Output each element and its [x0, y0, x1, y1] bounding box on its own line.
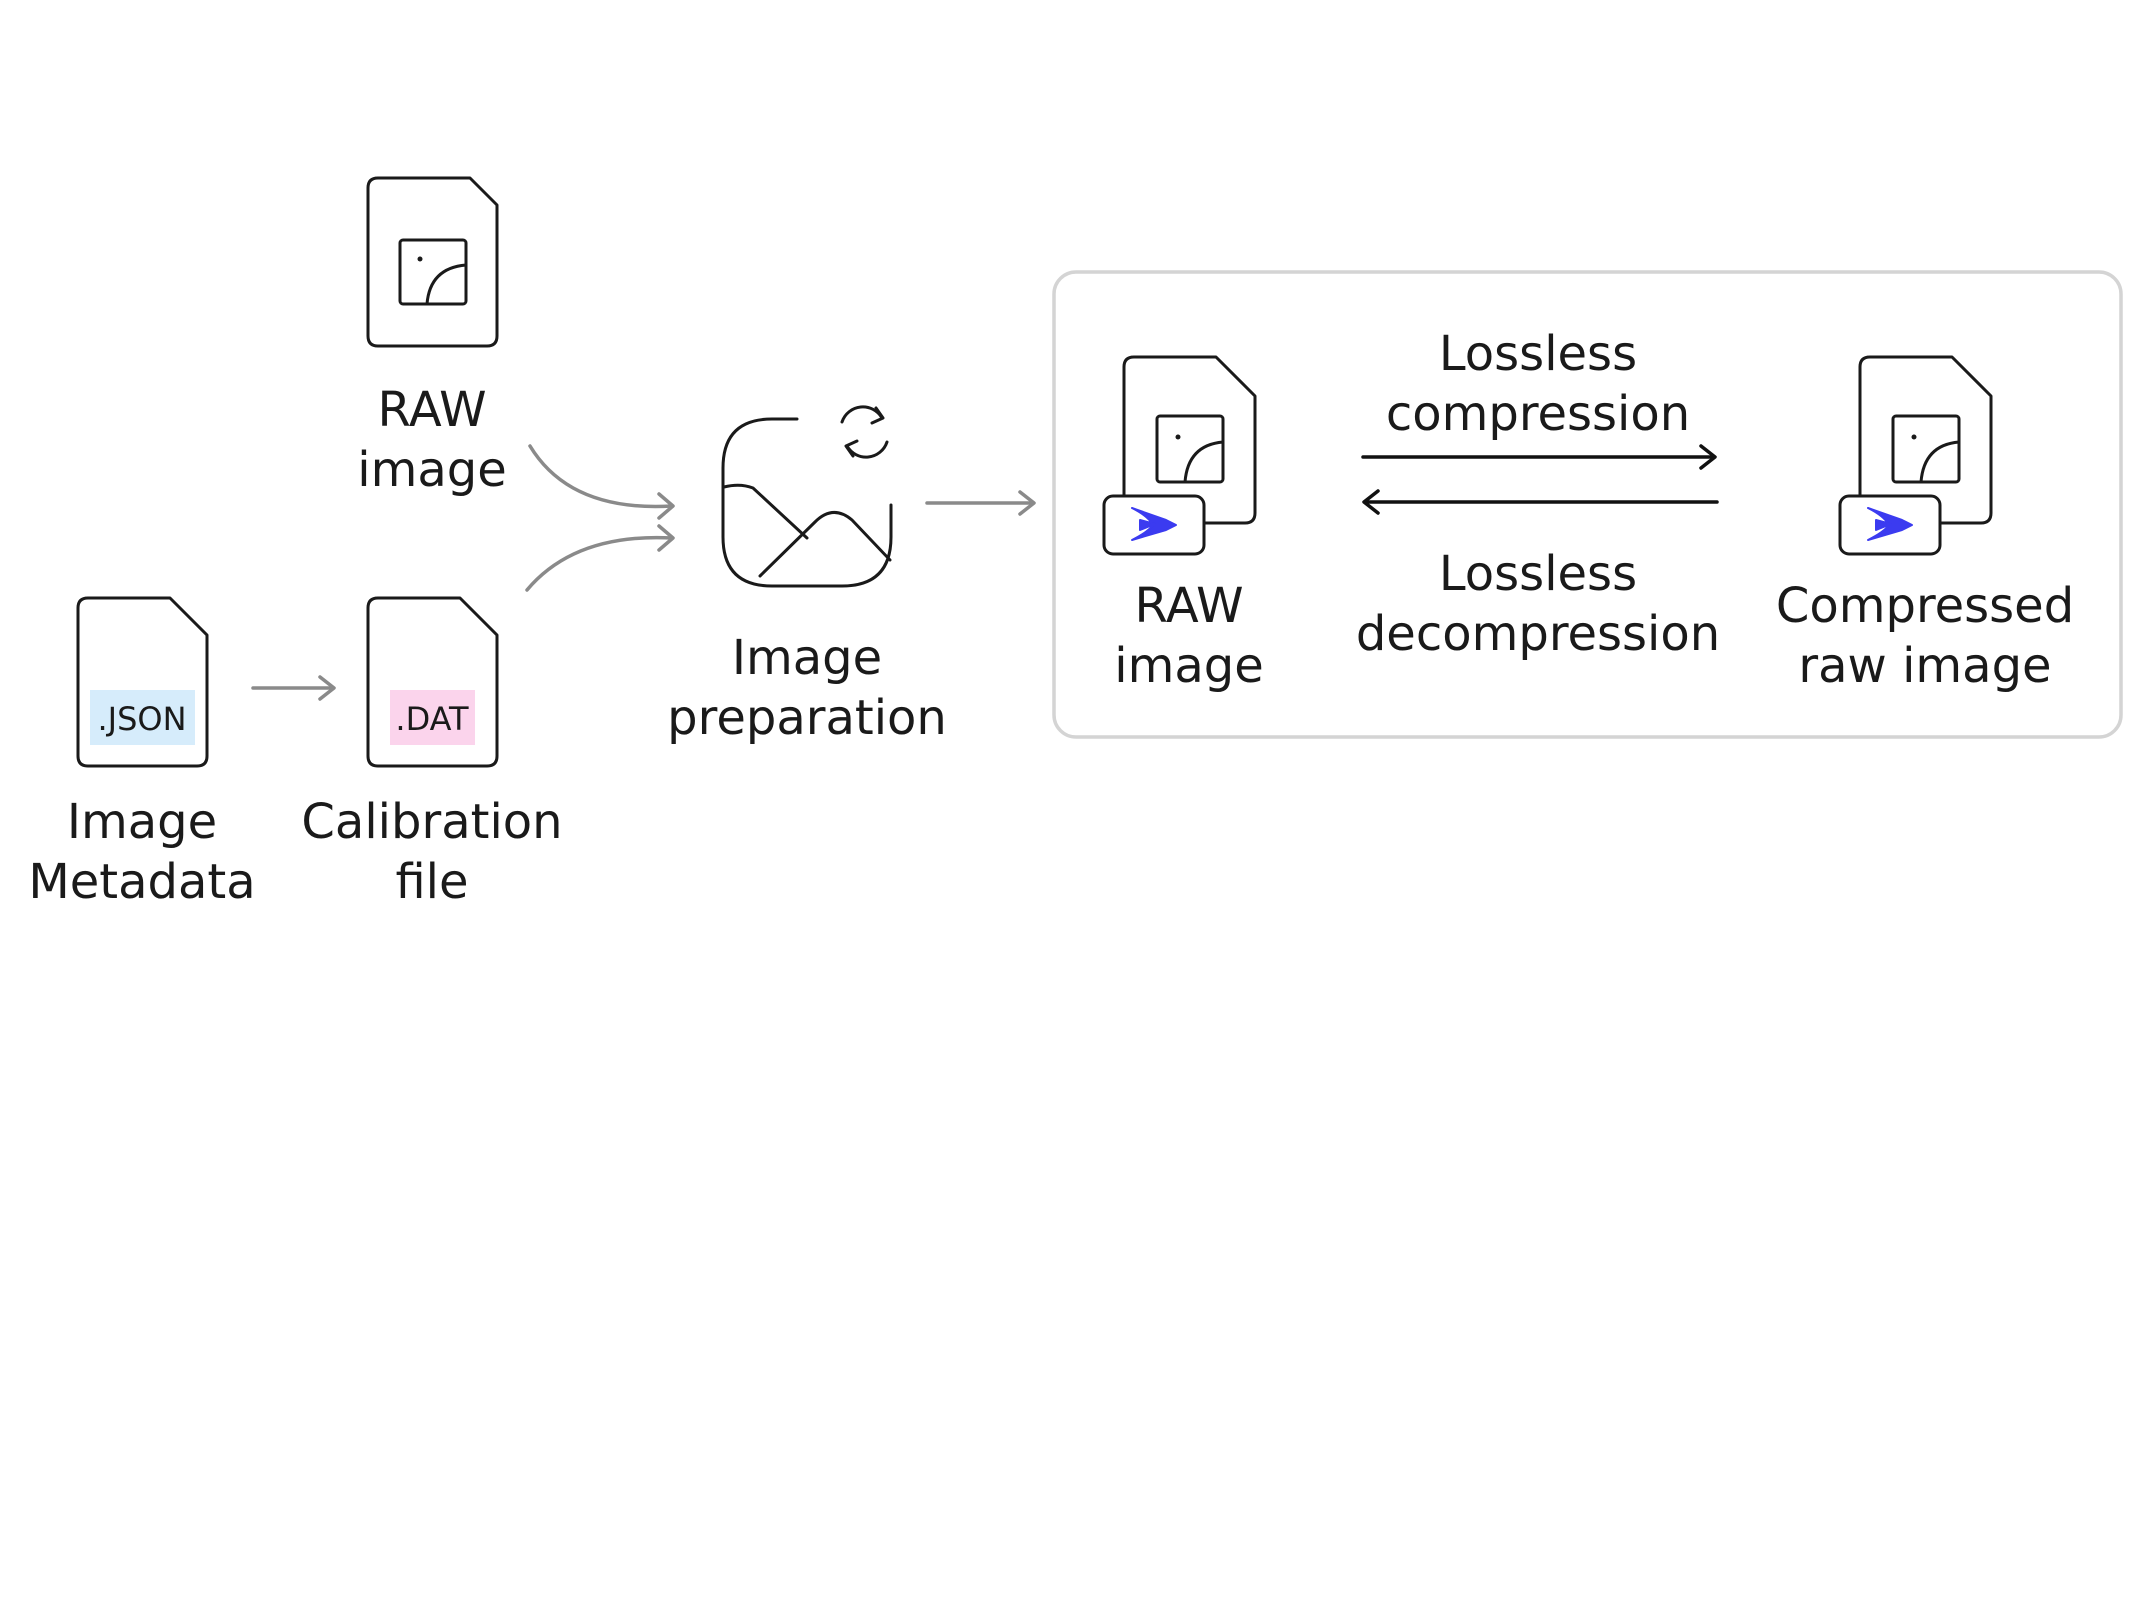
panel-raw-label-line1: RAW: [1134, 578, 1243, 634]
dat-tag: .DAT: [395, 700, 469, 738]
compression-arrow: [1361, 444, 1717, 470]
decompression-label-line1: Lossless: [1439, 546, 1637, 602]
calibration-to-preparation-arrow: [525, 524, 675, 592]
bird-logo-icon: [1102, 494, 1206, 556]
calibration-label-line2: file: [395, 854, 468, 910]
preparation-label-line1: Image: [732, 630, 882, 686]
decompression-arrow: [1362, 489, 1719, 515]
preparation-label-line2: preparation: [667, 690, 947, 746]
raw-image-label-line1: RAW: [377, 382, 486, 438]
json-tag-background: [90, 690, 195, 745]
compressed-label-line2: raw image: [1798, 638, 2051, 694]
json-tag: .JSON: [97, 700, 186, 738]
compression-panel: [1052, 270, 2123, 739]
raw-to-preparation-arrow: [528, 444, 675, 520]
image-sync-icon: [721, 405, 893, 588]
metadata-label-line1: Image: [67, 794, 217, 850]
compression-label-line1: Lossless: [1439, 326, 1637, 382]
raw-image-file-icon: [366, 176, 499, 348]
calibration-label-line1: Calibration: [301, 794, 562, 850]
raw-image-label-line2: image: [357, 442, 507, 498]
json-file-icon: [76, 596, 209, 768]
metadata-label-line2: Metadata: [28, 854, 255, 910]
compressed-label-line1: Compressed: [1776, 578, 2074, 634]
preparation-to-compression-arrow: [925, 490, 1036, 516]
compressed-bird-logo-icon: [1838, 494, 1942, 556]
panel-raw-label-line2: image: [1114, 638, 1264, 694]
dat-tag-background: [390, 690, 475, 745]
decompression-label-line2: decompression: [1356, 606, 1720, 662]
metadata-to-calibration-arrow: [251, 675, 336, 701]
compression-label-line2: compression: [1386, 386, 1690, 442]
dat-file-icon: [366, 596, 499, 768]
